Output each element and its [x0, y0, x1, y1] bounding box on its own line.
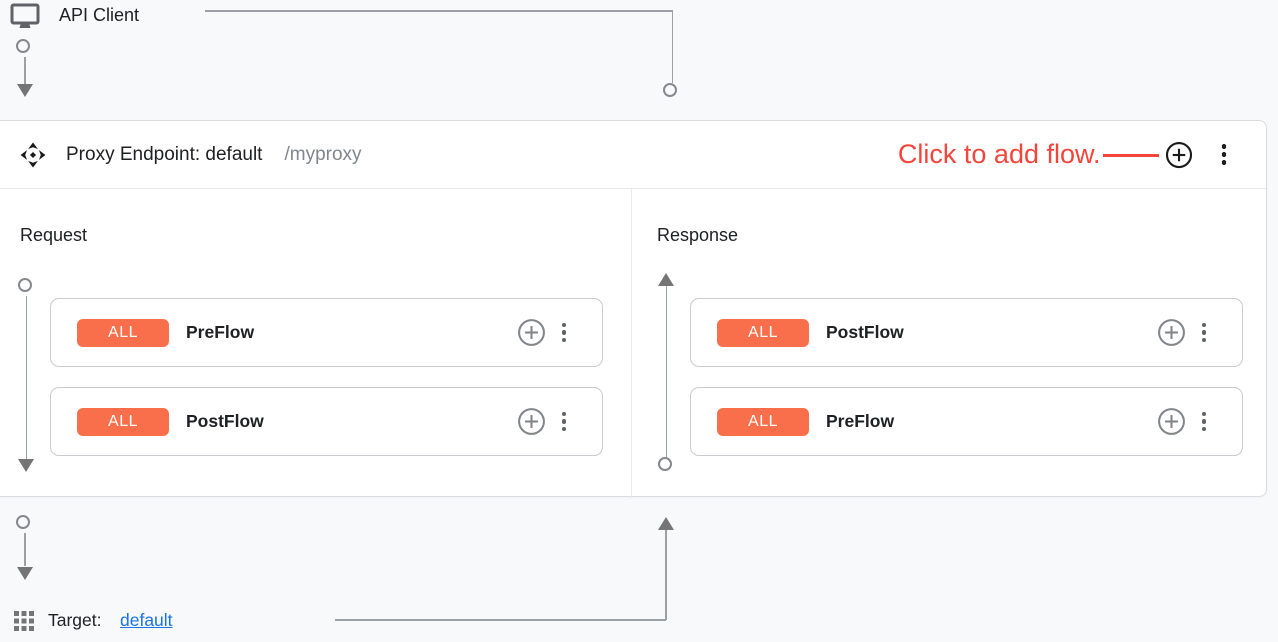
flow-name: PreFlow [826, 411, 895, 431]
flow-card-request-preflow[interactable]: ALL PreFlow [50, 298, 603, 367]
apiclient-rail-line [24, 57, 26, 85]
target-rail-arrow [17, 567, 33, 580]
plus-circle-icon [517, 319, 545, 346]
proxy-endpoint-title: Proxy Endpoint: default [66, 143, 263, 165]
flow-name: PreFlow [186, 322, 255, 342]
target-return-arrow [658, 517, 674, 530]
target-label: Target: [48, 610, 102, 630]
request-section-label: Request [20, 225, 88, 245]
response-rail-line [665, 286, 667, 458]
plus-circle-icon [517, 408, 545, 435]
condition-badge: ALL [717, 407, 809, 436]
monitor-icon [10, 3, 40, 28]
connector-apiclient-to-proxy-v [671, 10, 673, 83]
request-response-divider [631, 189, 632, 498]
endpoint-menu-button[interactable] [1221, 142, 1226, 166]
plus-circle-icon [1157, 319, 1185, 346]
flow-card-response-preflow[interactable]: ALL PreFlow [690, 387, 1243, 456]
response-rail-circle [658, 457, 672, 471]
apiclient-rail-arrow [17, 84, 33, 97]
add-flow-button[interactable] [1164, 140, 1194, 170]
condition-badge: ALL [77, 407, 169, 436]
proxy-endpoint-panel: Proxy Endpoint: default /myproxy Click t… [0, 120, 1267, 498]
kebab-icon [561, 410, 566, 433]
proxy-endpoint-icon [20, 142, 46, 167]
plus-circle-icon [1157, 408, 1185, 435]
add-policy-button[interactable] [1156, 406, 1187, 437]
add-policy-button[interactable] [1156, 317, 1187, 348]
flow-name: PostFlow [186, 411, 264, 431]
connector-endpoint-circle [663, 83, 677, 97]
apiclient-rail-circle [16, 39, 30, 53]
add-flow-annotation-dash [1102, 154, 1159, 157]
flow-menu-button[interactable] [1201, 410, 1206, 433]
response-rail-arrow [658, 273, 674, 286]
plus-circle-icon [1165, 141, 1192, 168]
target-return-line-v [665, 530, 667, 620]
flow-menu-button[interactable] [561, 321, 566, 344]
target-rail-line [24, 533, 26, 566]
flow-menu-button[interactable] [561, 410, 566, 433]
request-rail-arrow [18, 459, 34, 472]
kebab-icon [561, 321, 566, 344]
flow-menu-button[interactable] [1201, 321, 1206, 344]
flow-card-response-postflow[interactable]: ALL PostFlow [690, 298, 1243, 367]
add-policy-button[interactable] [516, 406, 547, 437]
request-rail-line [25, 296, 27, 459]
add-policy-button[interactable] [516, 317, 547, 348]
target-grid-icon [14, 611, 34, 631]
kebab-icon [1221, 142, 1226, 166]
kebab-icon [1201, 321, 1206, 344]
proxy-endpoint-header: Proxy Endpoint: default /myproxy Click t… [0, 121, 1266, 189]
target-return-line-h [335, 619, 666, 621]
kebab-icon [1201, 410, 1206, 433]
condition-badge: ALL [717, 318, 809, 347]
add-flow-annotation: Click to add flow. [897, 139, 1101, 169]
flow-card-request-postflow[interactable]: ALL PostFlow [50, 387, 603, 456]
response-section-label: Response [657, 225, 739, 245]
connector-apiclient-to-proxy-h [205, 10, 673, 12]
api-client-label: API Client [59, 5, 140, 25]
flow-name: PostFlow [826, 322, 904, 342]
request-rail-circle [18, 278, 32, 292]
target-rail-circle [16, 515, 30, 529]
condition-badge: ALL [77, 318, 169, 347]
proxy-endpoint-basepath: /myproxy [284, 143, 362, 165]
target-default-link[interactable]: default [120, 610, 173, 630]
